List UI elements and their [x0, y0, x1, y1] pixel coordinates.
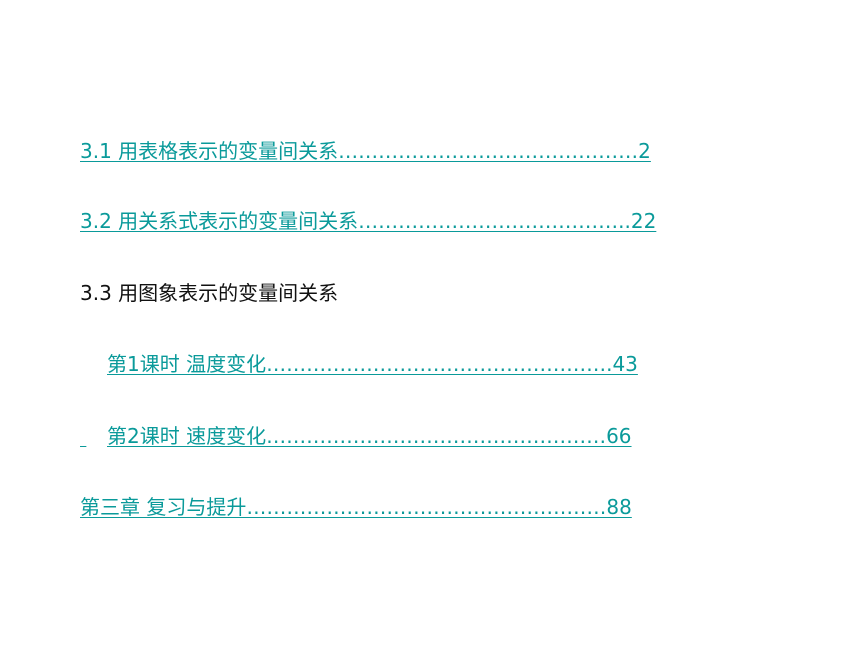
toc-indent [80, 352, 107, 376]
toc-link-chapter-review[interactable]: 第三章 复习与提升………………………………………………88 [80, 495, 632, 519]
toc-heading-3-3: 3.3 用图象表示的变量间关系 [80, 280, 338, 306]
toc-entry-lesson-2[interactable]: 第2课时 速度变化……………………………………………66 [80, 423, 632, 449]
toc-heading-3-3-label: 3.3 用图象表示的变量间关系 [80, 281, 339, 305]
toc-link-3-2[interactable]: 3.2 用关系式表示的变量间关系…………………………………..22 [80, 209, 657, 233]
toc-link-lesson-2[interactable]: 第2课时 速度变化……………………………………………66 [107, 424, 632, 448]
toc-indent-underline [80, 423, 107, 449]
toc-link-3-1[interactable]: 3.1 用表格表示的变量间关系………………………………………2 [80, 139, 651, 163]
toc-entry-chapter-review[interactable]: 第三章 复习与提升………………………………………………88 [80, 494, 632, 520]
toc-entry-3-1[interactable]: 3.1 用表格表示的变量间关系………………………………………2 [80, 138, 651, 164]
toc-link-lesson-1[interactable]: 第1课时 温度变化…………………………………………….43 [107, 352, 638, 376]
toc-entry-3-2[interactable]: 3.2 用关系式表示的变量间关系…………………………………..22 [80, 208, 656, 234]
toc-entry-lesson-1[interactable]: 第1课时 温度变化…………………………………………….43 [80, 351, 638, 377]
